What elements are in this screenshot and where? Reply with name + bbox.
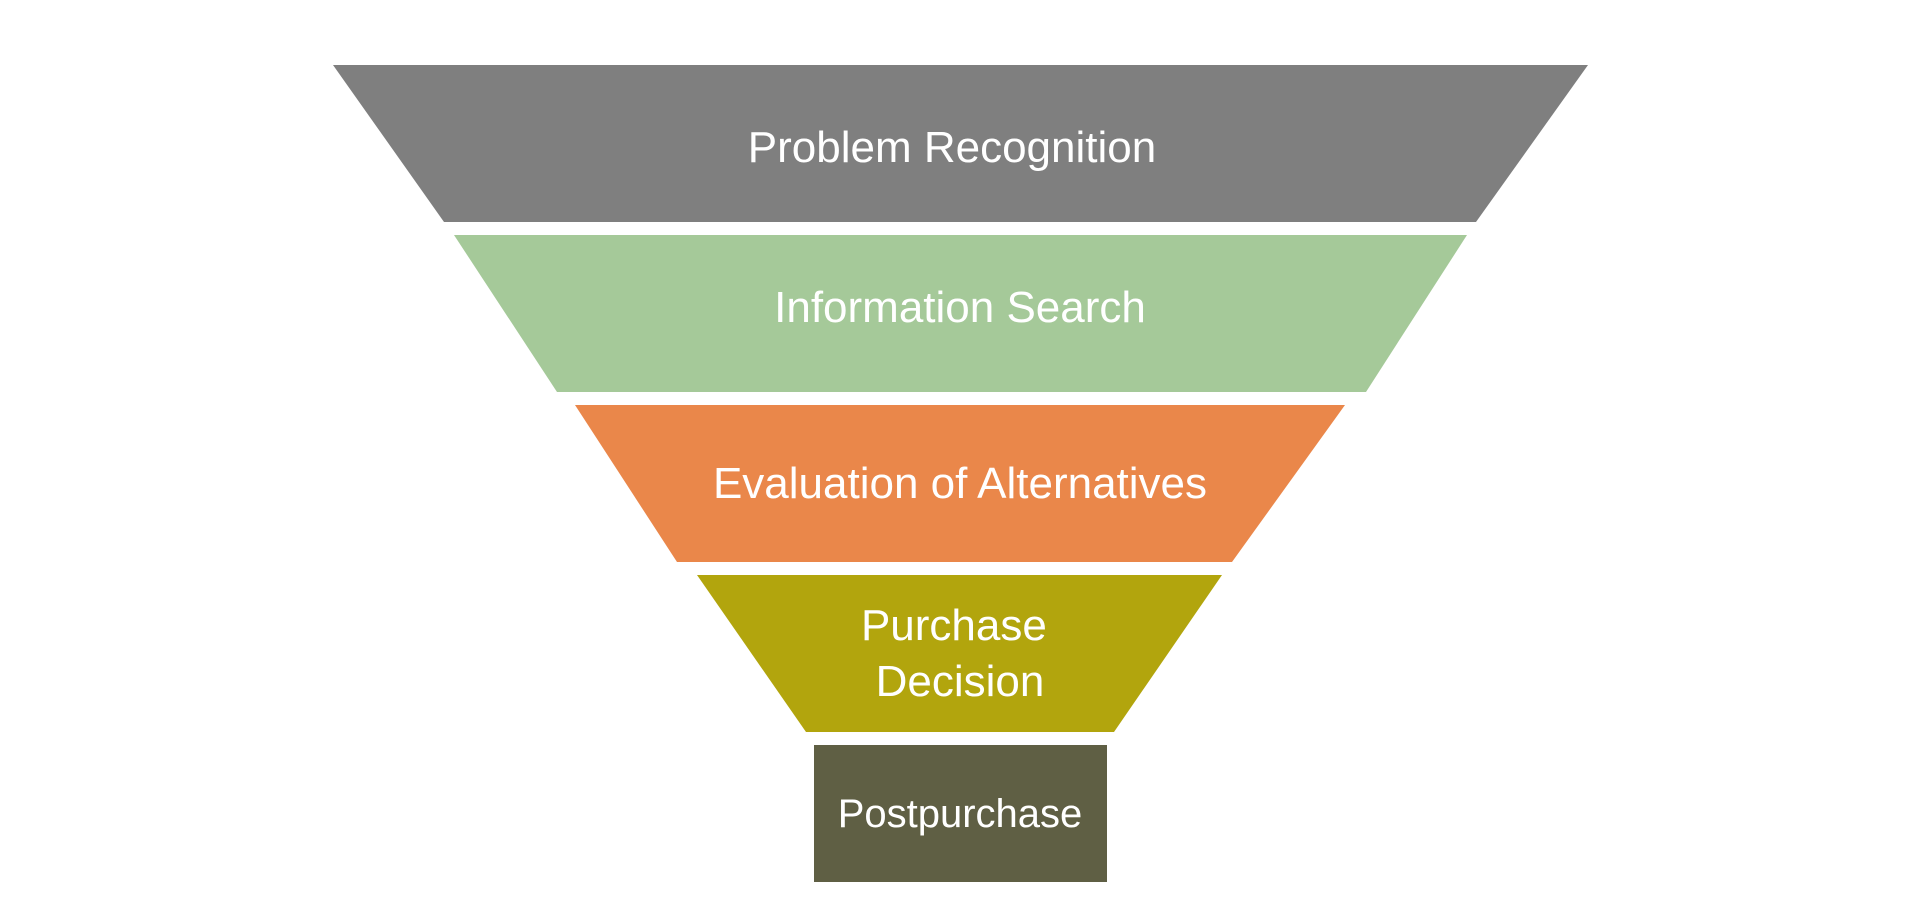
- stage-label-line: Decision: [876, 657, 1045, 706]
- stage-label-line: Evaluation of Alternatives: [713, 459, 1207, 508]
- stage-label: Information Search: [774, 283, 1146, 332]
- stage-problem-recognition: Problem Recognition: [333, 65, 1588, 222]
- stage-label-line: Purchase: [861, 601, 1047, 650]
- stage-information-search: Information Search: [454, 235, 1467, 392]
- stage-evaluation-of-alternatives: Evaluation of Alternatives: [575, 405, 1345, 562]
- stage-label: Purchase Decision: [861, 601, 1059, 706]
- stage-shape: [575, 405, 1345, 562]
- stage-shape: [697, 575, 1222, 732]
- stage-label: Evaluation of Alternatives: [713, 459, 1207, 508]
- stage-label: Problem Recognition: [748, 123, 1156, 172]
- stage-label-line: Information Search: [774, 283, 1146, 332]
- stage-shape: [814, 745, 1107, 882]
- stage-label: Postpurchase: [838, 792, 1083, 836]
- stage-label-line: Postpurchase: [838, 792, 1083, 836]
- stage-label-line: Problem Recognition: [748, 123, 1156, 172]
- stage-shape: [454, 235, 1467, 392]
- stage-purchase-decision: Purchase Decision: [697, 575, 1222, 732]
- stage-postpurchase: Postpurchase: [814, 745, 1107, 882]
- stage-shape: [333, 65, 1588, 222]
